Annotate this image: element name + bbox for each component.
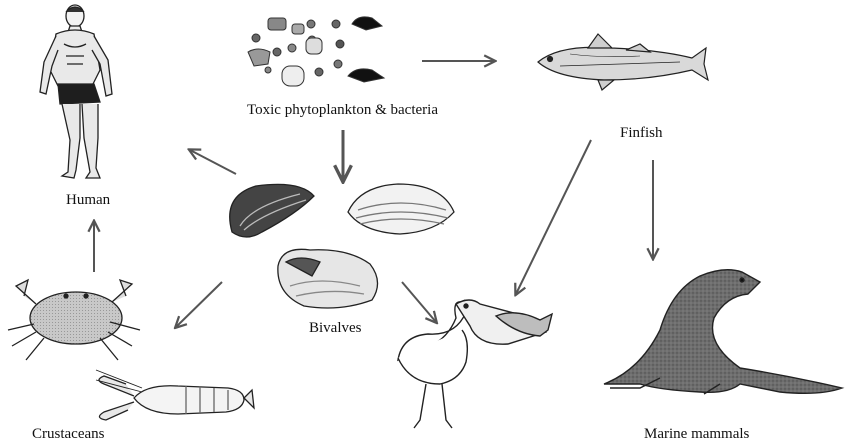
- arrow-bivalves-to-bird: [401, 281, 436, 322]
- clam-shell-icon: [347, 183, 455, 235]
- arrow-bivalves-to-human: [190, 150, 237, 175]
- crab-icon: [7, 278, 141, 361]
- label-finfish: Finfish: [620, 125, 663, 141]
- label-human: Human: [66, 192, 111, 208]
- fish-icon: [537, 33, 709, 91]
- label-bivalves: Bivalves: [309, 320, 362, 336]
- bivalve-shells-icon: [229, 183, 455, 309]
- crab-and-lobster-icon: [7, 278, 255, 421]
- label-marine-mammals: Marine mammals: [644, 426, 750, 442]
- arrow-bivalves-to-crustaceans: [176, 281, 223, 327]
- arrows: [94, 61, 653, 327]
- sea-lion-icon: [603, 269, 845, 395]
- human-figure-icon: [39, 4, 113, 179]
- mussel-shell-icon: [229, 183, 315, 238]
- label-phytoplankton: Toxic phytoplankton & bacteria: [247, 102, 438, 118]
- label-crustaceans: Crustaceans: [32, 426, 105, 442]
- oyster-shell-icon: [277, 248, 379, 309]
- phytoplankton-cells-icon: [247, 16, 386, 87]
- lobster-icon: [95, 369, 255, 421]
- arrow-finfish-to-bird: [516, 139, 592, 294]
- pelican-icon: [397, 299, 554, 429]
